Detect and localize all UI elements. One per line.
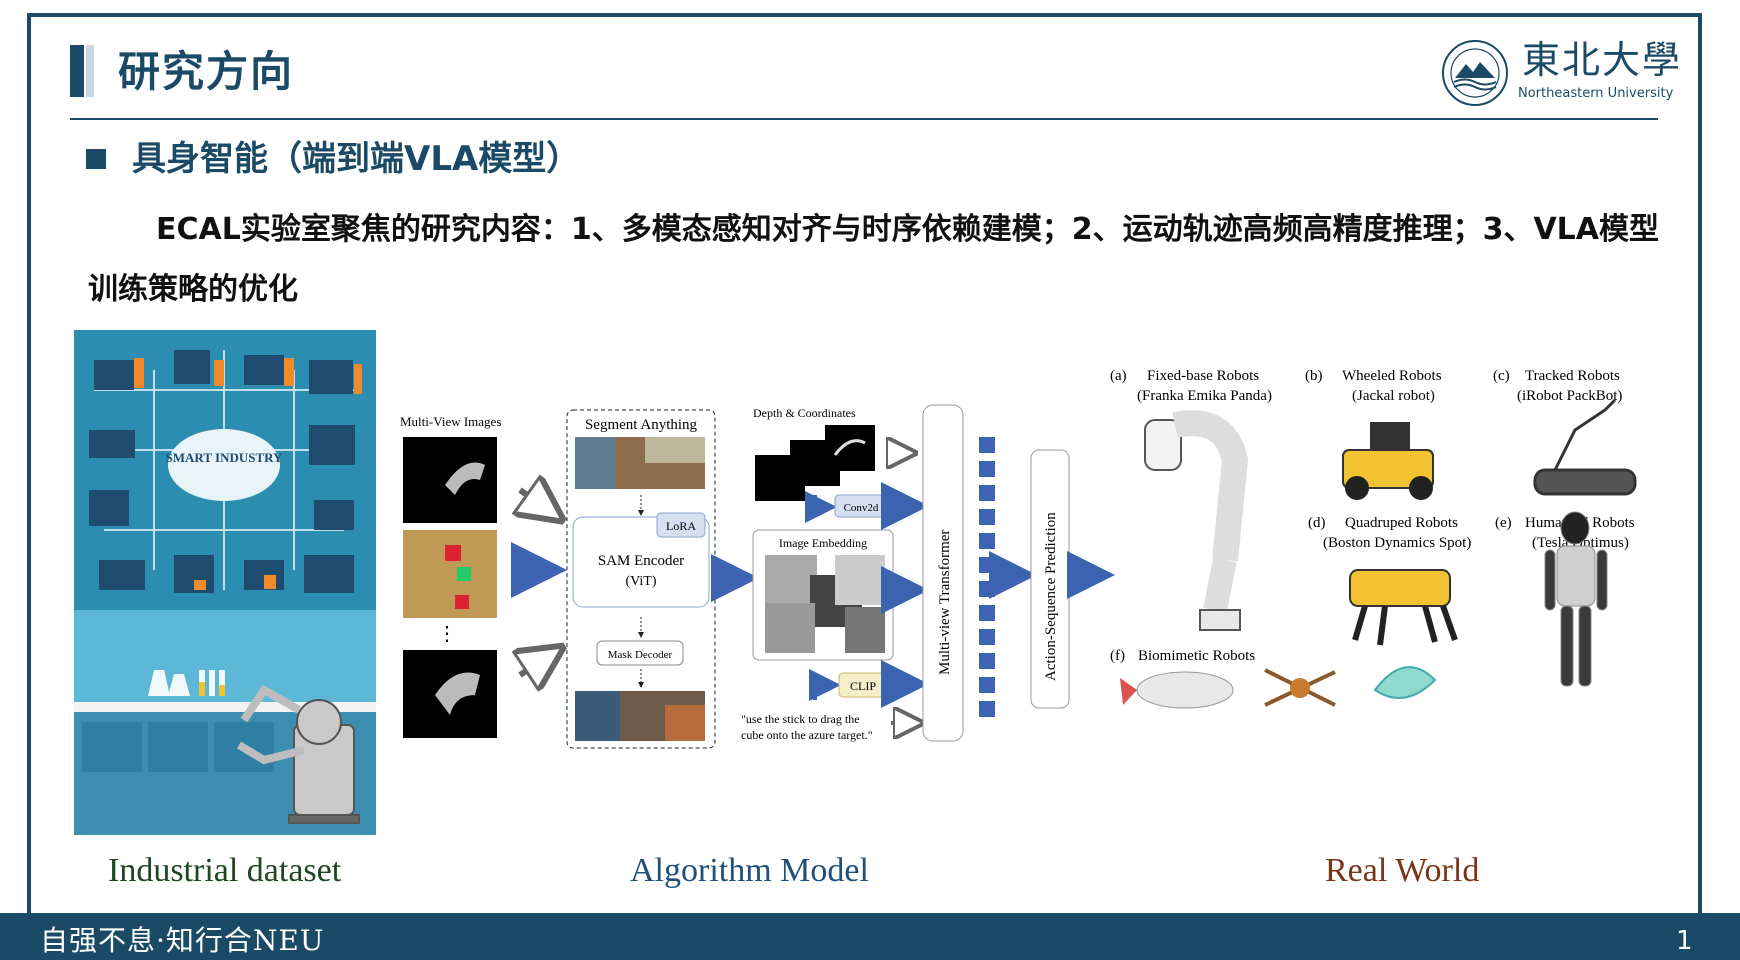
robot-d-id: (d): [1308, 515, 1326, 531]
smart-industry-label: SMART INDUSTRY: [166, 450, 284, 465]
robot-d-example: (Boston Dynamics Spot): [1323, 535, 1471, 551]
optimus-robot-image: [1544, 511, 1608, 687]
real-world-robots: (a) Fixed-base Robots (Franka Emika Pand…: [1110, 368, 1637, 709]
biomimetic-robots-image: [1120, 666, 1437, 709]
mask-decoder-label: Mask Decoder: [608, 649, 673, 661]
lora-label: LoRA: [666, 519, 696, 533]
robot-a-id: (a): [1110, 368, 1127, 384]
robot-a-example: (Franka Emika Panda): [1137, 388, 1272, 404]
algorithm-model-diagram: Multi-View Images ⋮ Segment Anything LoR…: [400, 404, 1115, 749]
instruction-line-2: cube onto the azure target.": [741, 728, 873, 742]
bullet-square-icon: [86, 149, 106, 169]
view-image-2: [403, 530, 497, 618]
robot-e-id: (e): [1495, 515, 1512, 531]
spot-robot-image: [1349, 569, 1458, 646]
conv2d-label: Conv2d: [844, 502, 879, 514]
jackal-robot-image: [1342, 422, 1434, 500]
vit-label: (ViT): [625, 574, 656, 589]
lab-robot: [236, 684, 360, 824]
caption-algorithm-model: Algorithm Model: [630, 852, 869, 889]
packbot-image: [1533, 398, 1637, 496]
title-accent-bar: [70, 45, 84, 97]
robot-f-id: (f): [1110, 648, 1125, 664]
depth-coordinates-label: Depth & Coordinates: [753, 406, 856, 420]
instruction-line-1: "use the stick to drag the: [741, 712, 860, 726]
action-sequence-label: Action-Sequence Prediction: [1043, 512, 1059, 681]
robot-c-name: Tracked Robots: [1525, 368, 1620, 384]
university-name-en: Northeastern University: [1518, 86, 1674, 101]
robot-b-name: Wheeled Robots: [1342, 368, 1442, 384]
factory-machines: [89, 350, 355, 593]
page-title: 研究方向: [118, 47, 295, 96]
robot-f-name: Biomimetic Robots: [1138, 648, 1255, 664]
robot-c-id: (c): [1493, 368, 1510, 384]
clip-label: CLIP: [850, 679, 876, 693]
robot-c-example: (iRobot PackBot): [1517, 388, 1622, 404]
caption-industrial-dataset: Industrial dataset: [108, 852, 342, 889]
industrial-dataset-image: SMART INDUSTRY: [74, 330, 376, 835]
caption-real-world: Real World: [1325, 852, 1480, 889]
segment-anything-title: Segment Anything: [585, 417, 698, 433]
university-seal-icon: [1442, 40, 1508, 106]
section-heading: 具身智能（端到端VLA模型）: [132, 139, 581, 179]
title-accent-bar-light: [86, 45, 94, 97]
research-paragraph: ECAL实验室聚焦的研究内容：1、多模态感知对齐与时序依赖建模；2、运动轨迹高频…: [88, 212, 1660, 307]
robot-a-name: Fixed-base Robots: [1147, 368, 1259, 384]
image-embedding-label: Image Embedding: [779, 536, 867, 550]
page-number: 1: [1676, 926, 1693, 956]
multi-view-transformer-label: Multi-view Transformer: [937, 530, 953, 675]
svg-text:⋮: ⋮: [437, 623, 457, 645]
robot-b-id: (b): [1305, 368, 1323, 384]
university-name-cn: 東北大學: [1522, 38, 1683, 82]
header-divider: [70, 118, 1658, 120]
multi-view-label: Multi-View Images: [400, 414, 501, 429]
footer-bar: [0, 913, 1740, 960]
robot-b-example: (Jackal robot): [1352, 388, 1435, 404]
robot-d-name: Quadruped Robots: [1345, 515, 1458, 531]
token-column: [979, 437, 995, 717]
franka-arm-image: [1144, 410, 1249, 631]
sam-encoder-label: SAM Encoder: [598, 553, 684, 569]
footer-motto: 自强不息·知行合NEU: [40, 924, 325, 957]
